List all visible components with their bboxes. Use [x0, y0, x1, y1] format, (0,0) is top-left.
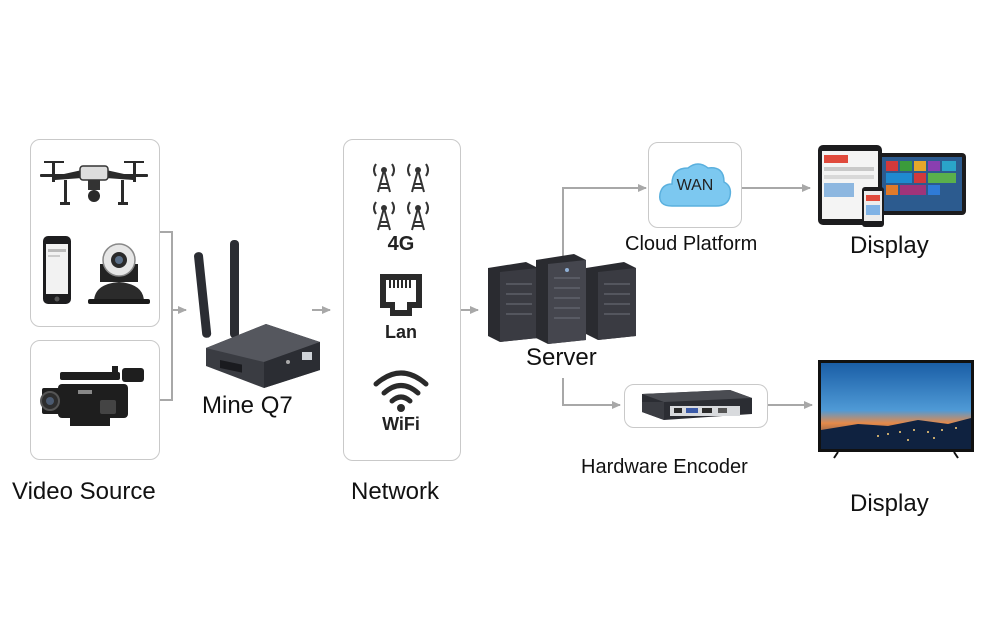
server-label: Server	[526, 344, 597, 371]
encoder-icon	[642, 390, 752, 420]
drone-icon	[40, 161, 148, 205]
tablet-icon	[818, 145, 966, 227]
ptz-camera-icon	[88, 243, 150, 304]
mine-q7-label: Mine Q7	[202, 392, 293, 419]
router-icon	[194, 240, 320, 388]
server-icon	[488, 254, 636, 344]
cloud-platform-label: Cloud Platform	[625, 233, 758, 255]
network-label: Network	[351, 478, 440, 505]
network-wifi-label: WiFi	[382, 414, 420, 434]
video-source-label: Video Source	[12, 478, 156, 505]
hardware-encoder-label: Hardware Encoder	[581, 456, 748, 478]
cell-tower-icon	[373, 163, 429, 231]
tv-icon	[818, 360, 974, 459]
display-top-label: Display	[850, 232, 929, 259]
ethernet-port-icon	[380, 274, 422, 316]
display-bottom-label: Display	[850, 490, 929, 517]
cloud-wan-label: WAN	[676, 177, 714, 194]
network-lan-label: Lan	[384, 322, 417, 342]
cloud-icon	[659, 163, 732, 207]
wifi-icon	[373, 370, 429, 412]
smartphone-icon	[43, 236, 71, 304]
network-4g-label: 4G	[387, 233, 415, 255]
camcorder-icon	[40, 366, 144, 426]
